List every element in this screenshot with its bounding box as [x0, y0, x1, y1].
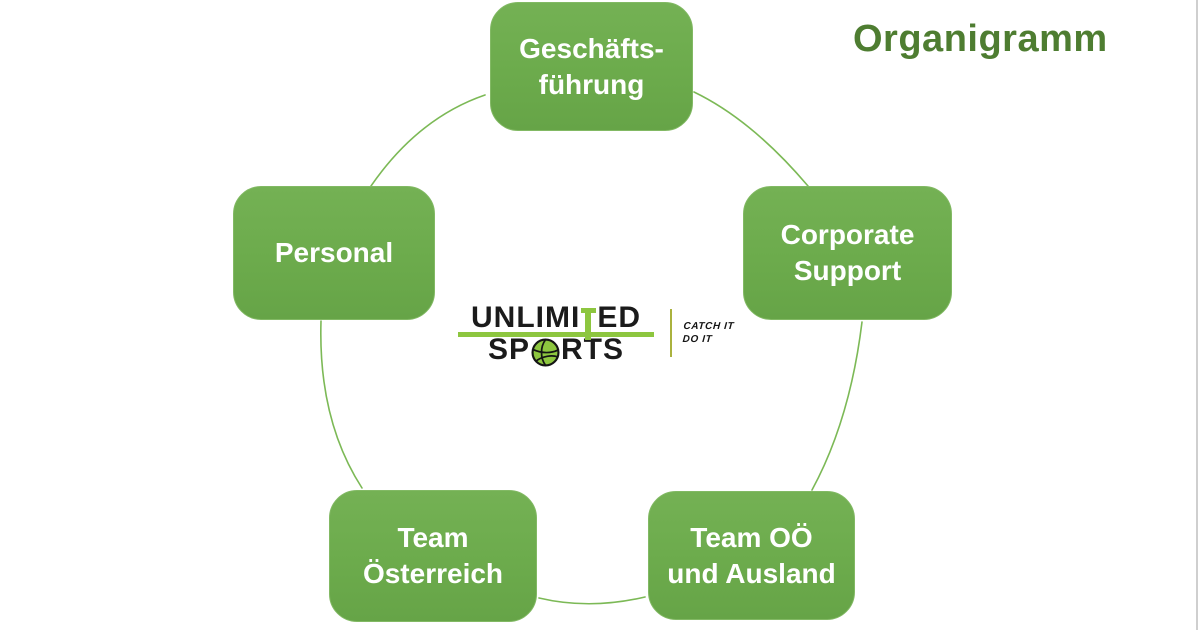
node-label-line: Personal — [274, 237, 394, 268]
logo-wordmark: UNLIMI ED SP RTS — [458, 301, 654, 367]
node-personal: Personal — [233, 186, 435, 320]
logo-tagline-line1: CATCH IT — [683, 321, 735, 332]
logo-word2-pre: SP — [487, 333, 531, 366]
slide-right-edge-line — [1196, 0, 1198, 630]
logo-tagline: CATCH IT DO IT — [682, 320, 735, 346]
arc-corporate-to-team-ooe — [811, 321, 863, 491]
logo-underline-bar — [458, 332, 654, 337]
node-corporate-support: Corporate Support — [743, 186, 952, 320]
node-label-line: und Ausland — [667, 557, 836, 589]
node-label-line: Geschäfts- — [519, 32, 664, 64]
node-team-oesterreich: Team Österreich — [329, 490, 537, 622]
node-label-line: Team OÖ — [690, 521, 813, 553]
logo-tagline-line2: DO IT — [682, 334, 713, 345]
t-stem — [585, 308, 592, 340]
node-geschaeftsfuehrung: Geschäfts- führung — [490, 2, 693, 131]
node-label-line: Team — [397, 522, 469, 553]
logo-word-sports: SP RTS — [458, 333, 654, 367]
logo-word2-post: RTS — [561, 333, 625, 366]
page-title: Organigramm — [853, 18, 1108, 60]
logo-word-unlimited: UNLIMI ED — [458, 301, 654, 340]
arc-personal-to-geschaeftsfuehrung — [370, 94, 486, 187]
node-label-line: Corporate — [780, 219, 915, 250]
logo-word1-pre: UNLIMI — [470, 301, 581, 334]
logo-divider-line — [670, 309, 672, 357]
node-label-line: Österreich — [362, 558, 504, 589]
node-label-line: führung — [538, 68, 645, 100]
unlimited-sports-logo: UNLIMI ED SP RTS CATCH IT — [458, 301, 735, 367]
logo-stylized-t-glyph — [580, 305, 597, 340]
logo-word1-post: ED — [597, 301, 641, 334]
node-label-line: Support — [793, 255, 902, 286]
volleyball-icon — [531, 338, 560, 367]
arc-personal-to-team-oesterreich — [320, 320, 363, 489]
arc-geschaeftsfuehrung-to-corporate — [693, 91, 809, 187]
arc-team-oesterreich-to-team-ooe — [538, 596, 646, 605]
node-team-ooe-ausland: Team OÖ und Ausland — [648, 491, 855, 620]
